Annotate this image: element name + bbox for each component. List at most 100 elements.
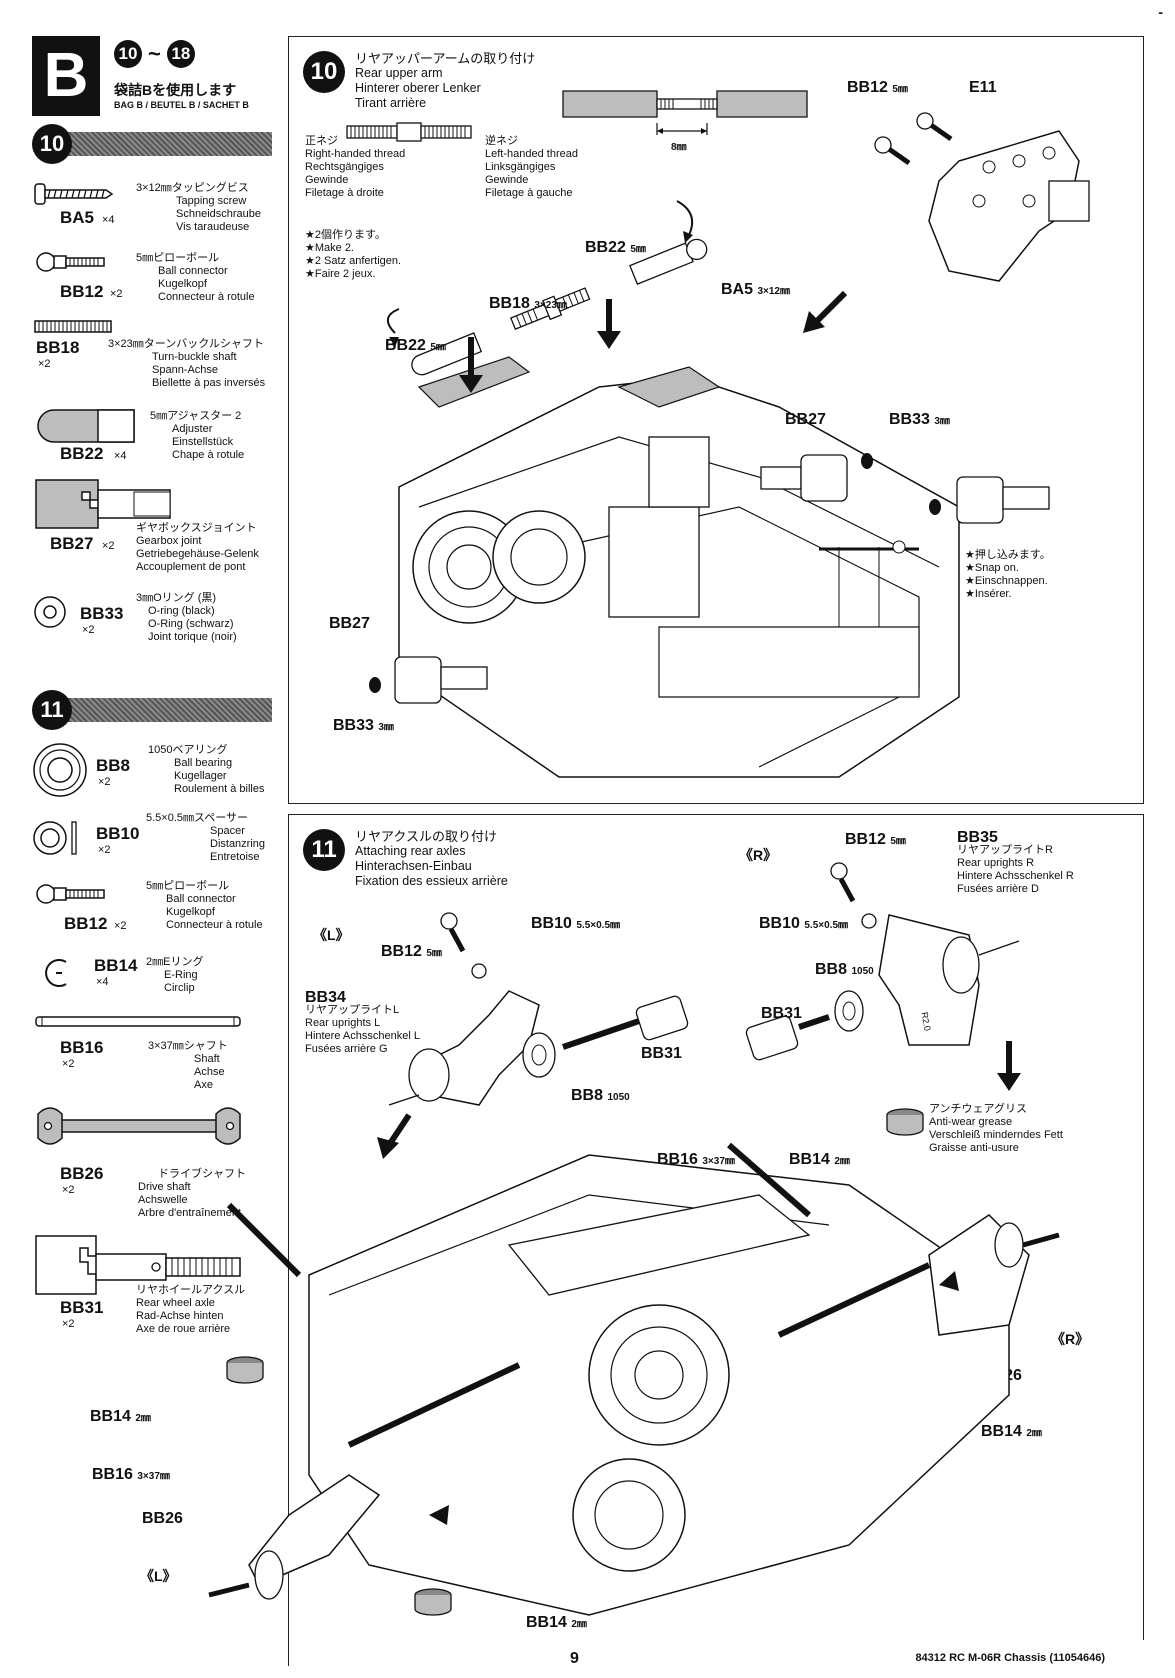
step11-badge: 11 <box>32 690 72 730</box>
bb27-label-right: BB27 <box>785 411 826 428</box>
bb8-left-label: BB8 1050 <box>571 1087 630 1105</box>
part-jp-name: 1050ベアリング <box>148 744 228 756</box>
part-desc-fr: Joint torique (noir) <box>148 631 237 643</box>
part-desc-fr: Accouplement de pont <box>136 561 246 573</box>
e11-label: E11 <box>969 79 997 96</box>
part-code: BB35 <box>957 829 998 846</box>
part-qty: ×2 <box>98 844 111 856</box>
part-code: BB27 <box>50 534 94 553</box>
part-jp-name: 5㎜アジャスター 2 <box>150 410 242 422</box>
part-desc-de: Achse <box>194 1066 225 1078</box>
length-8mm-label: 8㎜ <box>671 142 687 153</box>
part-qty: ×2 <box>114 920 127 932</box>
right-thread-jp: 正ネジ <box>305 135 338 147</box>
right-thread-de1: Rechtsgängiges <box>305 161 384 173</box>
part-code: BB22 <box>585 239 626 256</box>
snap-en: ★Snap on. <box>965 562 1019 574</box>
adjuster-icon <box>37 409 135 443</box>
part-code: BB18 <box>36 338 80 357</box>
grease-tub-icon <box>886 1108 924 1136</box>
snap-fr: ★Insérer. <box>965 588 1012 600</box>
part-bb12: BB12 ×2 5㎜ピローボール Ball connector Kugelkop… <box>32 248 282 308</box>
step10-title: 10 リヤアッパーアームの取り付け Rear upper arm Hintere… <box>303 51 535 111</box>
upright-jp: リヤアップライトL <box>305 1004 400 1016</box>
turnbuckle-shaft-icon <box>34 320 112 333</box>
part-size: 2㎜ <box>135 1413 151 1424</box>
part-bb10: BB10 ×2 5.5×0.5㎜スペーサー Spacer Distanzring… <box>32 812 282 876</box>
part-size: 5㎜ <box>430 342 446 353</box>
range-tilde: ~ <box>148 41 161 66</box>
part-desc-fr: Connecteur à rotule <box>158 291 255 303</box>
step10-number-badge: 10 <box>303 51 345 93</box>
upright-fr: Fusées arrière D <box>957 883 1039 895</box>
tapping-screw-icon <box>34 183 114 205</box>
step11-title-lines: リヤアクスルの取り付け Attaching rear axles Hintera… <box>355 829 508 889</box>
upright-fr: Fusées arrière G <box>305 1043 388 1055</box>
make2-en: ★Make 2. <box>305 242 354 254</box>
right-thread-en: Right-handed thread <box>305 148 406 160</box>
part-size: 5㎜ <box>890 836 906 847</box>
step11-number-badge: 11 <box>303 829 345 871</box>
rear-axle-chassis-drawing <box>208 1142 1060 1616</box>
part-jp-name: リヤホイールアクスル <box>136 1284 246 1296</box>
part-qty: ×2 <box>62 1318 75 1330</box>
part-size: 2㎜ <box>571 1619 587 1630</box>
part-desc-fr: Connecteur à rotule <box>166 919 263 931</box>
part-code: BB16 <box>92 1466 133 1483</box>
part-jp-name: 3×23㎜ターンバックルシャフト <box>108 338 264 350</box>
part-size: 5㎜ <box>426 948 442 959</box>
part-desc-fr: Axe de roue arrière <box>136 1323 231 1335</box>
part-jp-name: 2㎜Eリング <box>146 956 204 968</box>
bag-letter: B <box>32 36 100 116</box>
part-desc-en: Gearbox joint <box>136 535 202 547</box>
part-desc-en: Tapping screw <box>176 195 247 207</box>
step11-panel: 11 リヤアクスルの取り付け Attaching rear axles Hint… <box>208 814 1144 1640</box>
part-desc: 3×23㎜ターンバックルシャフト Turn-buckle shaft Spann… <box>108 338 265 390</box>
grease-de: Verschleiß minderndes Fett <box>929 1129 1063 1141</box>
rear-wheel-axle-icon <box>35 1235 241 1295</box>
bb14-right-label-bottom: BB14 2㎜ <box>981 1423 1042 1441</box>
part-code: BB18 <box>489 295 530 312</box>
left-thread-en: Left-handed thread <box>485 148 578 160</box>
footer-product: 84312 RC M-06R Chassis (11054646) <box>915 1652 1105 1664</box>
part-qty: ×2 <box>98 776 111 788</box>
upper-arm-exploded-drawing <box>387 200 708 376</box>
make-two-note: ★2個作ります。 ★Make 2. ★2 Satz anfertigen. ★F… <box>305 229 401 281</box>
step11-banner: 11 <box>32 690 272 730</box>
part-code: BB14 <box>789 1151 830 1168</box>
part-desc: 5㎜ピローボール Ball connector Kugelkopf Connec… <box>136 252 255 304</box>
bb26-left-label: BB26 <box>142 1510 183 1527</box>
grease-tub-icon-left <box>226 1356 264 1384</box>
part-qty: ×4 <box>96 976 109 988</box>
grease-fr: Graisse anti-usure <box>929 1142 1019 1154</box>
part-code: BB8 <box>571 1087 604 1104</box>
part-bb8: BB8 ×2 1050ベアリング Ball bearing Kugellager… <box>32 742 282 804</box>
part-code: BB22 <box>60 444 104 463</box>
part-desc-en: Shaft <box>194 1053 220 1065</box>
part-size: 1050 <box>607 1092 630 1103</box>
part-jp-name: ギヤボックスジョイント <box>136 522 257 534</box>
bb8-right-label: BB8 1050 <box>815 961 874 979</box>
upright-jp: リヤアップライトR <box>957 844 1053 856</box>
part-code: BA5 <box>721 281 754 298</box>
part-bb26: BB26 ×2 ドライブシャフト Drive shaft Achswelle A… <box>32 1100 282 1220</box>
assembly-arrows <box>459 290 848 393</box>
part-code: BB31 <box>60 1298 104 1317</box>
drive-shaft-icon <box>37 1107 241 1145</box>
part-desc-de: Einstellstück <box>172 436 234 448</box>
left-upright-exploded-drawing <box>388 912 689 1106</box>
bb12-left-label: BB12 5㎜ <box>381 943 442 961</box>
bb10-right-label: BB10 5.5×0.5㎜ <box>759 915 848 933</box>
part-jp-name: ドライブシャフト <box>158 1168 246 1180</box>
ball-connector-icon <box>36 884 105 904</box>
ball-bearing-icon <box>33 743 87 797</box>
part-bb14: BB14 ×4 2㎜Eリング E-Ring Circlip <box>32 950 282 1006</box>
part-qty: ×2 <box>62 1184 75 1196</box>
title-jp: リヤアクスルの取り付け <box>355 829 497 844</box>
title-fr: Tirant arrière <box>355 96 427 110</box>
part-desc-en: Ball connector <box>158 265 228 277</box>
bag-jp-text: 袋詰Bを使用します <box>114 82 237 98</box>
part-desc-de: Getriebegehäuse-Gelenk <box>136 548 259 560</box>
part-size: 3×37㎜ <box>137 1471 170 1482</box>
part-qty: ×2 <box>82 624 95 636</box>
